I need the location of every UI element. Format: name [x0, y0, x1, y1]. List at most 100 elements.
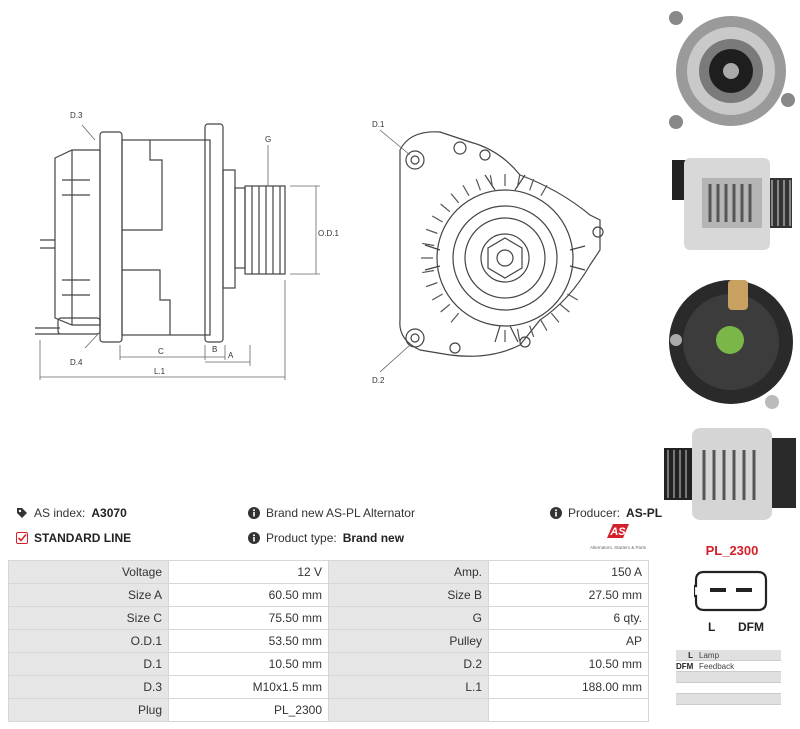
standard-line-row: STANDARD LINE [16, 531, 131, 545]
product-type-label: Product type: [266, 531, 337, 545]
label-l1: L.1 [154, 367, 166, 376]
vent-slot [450, 312, 460, 323]
legend-empty-row [676, 683, 781, 694]
spec-label: Size B [328, 583, 489, 607]
spec-value: 188.00 mm [488, 675, 649, 699]
vent-slot [425, 228, 438, 234]
plug-pin-labels: L DFM [694, 620, 768, 634]
legend-key: L [688, 650, 693, 660]
vent-slot [422, 269, 435, 274]
legend-row: L Lamp [676, 650, 781, 661]
legend-empty-row [676, 694, 781, 705]
info-icon [248, 532, 260, 544]
legend-row: DFM Feedback [676, 661, 781, 672]
spec-value: 6 qty. [488, 606, 649, 630]
logo-text: AS [609, 526, 626, 538]
photo-rear-view [662, 4, 800, 134]
tag-icon [17, 508, 27, 518]
brand-new-row: Brand new AS-PL Alternator [248, 506, 415, 520]
standard-line-label: STANDARD LINE [34, 531, 132, 545]
spec-label [328, 698, 489, 722]
vent-slot [475, 178, 481, 191]
spec-value: 10.50 mm [488, 652, 649, 676]
legend-empty-row [676, 672, 781, 683]
spec-label: Size C [8, 606, 169, 630]
vent-slot [489, 175, 494, 188]
side-view-labels: D.3 D.4 G O.D.1 C B A L.1 [70, 111, 339, 376]
label-a: A [228, 351, 234, 360]
label-g: G [265, 135, 271, 144]
spec-label: Pulley [328, 629, 489, 653]
side-view-drawing [35, 123, 286, 343]
vent-slot [431, 293, 443, 301]
spec-value: PL_2300 [168, 698, 329, 722]
vent-slot [559, 303, 570, 313]
label-d3: D.3 [70, 111, 83, 120]
spec-label: Voltage [8, 560, 169, 584]
info-icon [248, 507, 260, 519]
vent-slot [550, 312, 560, 323]
front-view-drawing [399, 131, 604, 357]
product-type-row: Product type: Brand new [248, 531, 404, 545]
photo-side-view [662, 148, 800, 258]
spec-value: M10x1.5 mm [168, 675, 329, 699]
vent-slot [567, 293, 579, 301]
as-pl-logo: AS Alternators, Starters & Parts [586, 523, 650, 551]
legend-value: Lamp [699, 650, 720, 660]
spec-value [488, 698, 649, 722]
logo-subtext: Alternators, Starters & Parts [589, 545, 647, 550]
as-index-label: AS index: [34, 506, 86, 520]
pin-l-label: L [708, 620, 716, 634]
spec-label: D.2 [328, 652, 489, 676]
spec-label: D.3 [8, 675, 169, 699]
front-view-vents [421, 174, 579, 342]
vent-slot [450, 193, 460, 204]
spec-label: Size A [8, 583, 169, 607]
vent-slot [516, 328, 521, 341]
vent-slot [440, 303, 451, 313]
label-c: C [158, 347, 164, 356]
spec-label: Amp. [328, 560, 489, 584]
spec-label: L.1 [328, 675, 489, 699]
vent-slot [540, 184, 548, 196]
dimension-lines [39, 124, 320, 380]
product-type-value: Brand new [342, 531, 405, 545]
producer-value: AS-PL [626, 506, 663, 520]
spec-label: D.1 [8, 652, 169, 676]
vent-slot [540, 320, 548, 332]
checkbox-checked-icon [16, 532, 28, 544]
label-b: B [212, 345, 217, 354]
front-view-labels: D.1 D.2 [372, 120, 385, 385]
vent-slot [462, 184, 470, 196]
spec-value: 12 V [168, 560, 329, 584]
label-d1: D.1 [372, 120, 385, 129]
legend-value: Feedback [699, 661, 735, 671]
as-index-value: A3070 [91, 506, 127, 520]
spec-value: AP [488, 629, 649, 653]
spec-value: 53.50 mm [168, 629, 329, 653]
pin-dfm-label: DFM [738, 620, 764, 634]
plug-title: PL_2300 [705, 543, 759, 558]
spec-label: G [328, 606, 489, 630]
label-d2: D.2 [372, 376, 385, 385]
spec-value: 60.50 mm [168, 583, 329, 607]
spec-value: 75.50 mm [168, 606, 329, 630]
producer-row: Producer: AS-PL [550, 506, 662, 520]
as-index-row: AS index: A3070 [16, 506, 127, 520]
label-od1: O.D.1 [318, 229, 339, 238]
spec-label: O.D.1 [8, 629, 169, 653]
pin-legend: L Lamp DFM Feedback [676, 650, 781, 705]
vent-slot [516, 175, 521, 188]
spec-label: Plug [8, 698, 169, 722]
vent-slot [425, 282, 438, 288]
spec-value: 10.50 mm [168, 652, 329, 676]
plug-connector-icon [694, 570, 768, 612]
info-icon [550, 507, 562, 519]
